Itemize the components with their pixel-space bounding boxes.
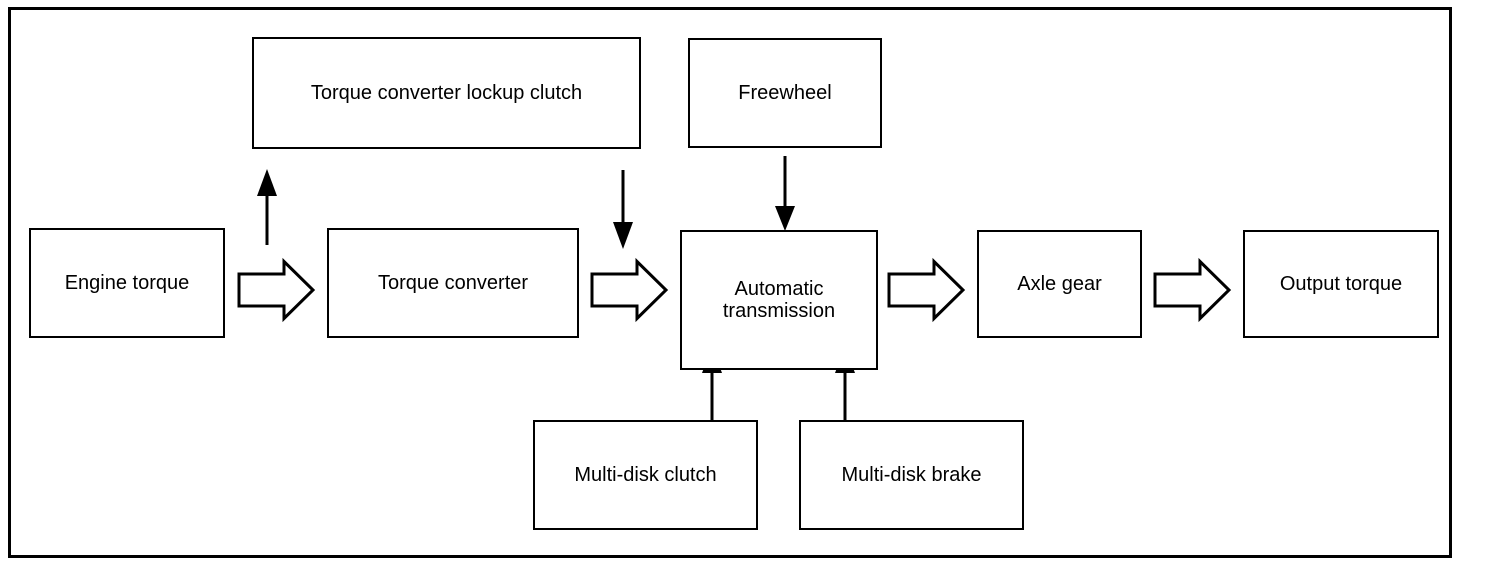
- node-engine-torque-label: Engine torque: [64, 272, 190, 294]
- node-multi-disk-brake-label: Multi-disk brake: [841, 464, 982, 486]
- node-axle-gear-label: Axle gear: [1017, 273, 1102, 295]
- block-arrow-converter-to-transmission: [590, 257, 669, 323]
- node-torque-converter: Torque converter: [327, 228, 579, 338]
- node-automatic-transmission: Automatic transmission: [680, 230, 878, 370]
- node-engine-torque: Engine torque: [29, 228, 225, 338]
- node-torque-converter-lockup-clutch: Torque converter lockup clutch: [252, 37, 641, 149]
- block-arrow-engine-to-converter: [237, 257, 316, 323]
- node-multi-disk-brake: Multi-disk brake: [799, 420, 1024, 530]
- down-arrow-freewheel-to-transmission: [775, 156, 795, 231]
- node-automatic-transmission-label-line1: Automatic: [734, 278, 824, 300]
- node-output-torque-label: Output torque: [1279, 273, 1403, 295]
- block-arrow-transmission-to-axle-gear: [887, 257, 966, 323]
- block-arrow-axle-gear-to-output: [1153, 257, 1232, 323]
- up-arrow-to-lockup-clutch: [257, 169, 277, 245]
- node-output-torque: Output torque: [1243, 230, 1439, 338]
- node-automatic-transmission-label-line2: transmission: [722, 300, 836, 322]
- node-torque-converter-lockup-clutch-label: Torque converter lockup clutch: [310, 82, 583, 104]
- node-freewheel: Freewheel: [688, 38, 882, 148]
- node-axle-gear: Axle gear: [977, 230, 1142, 338]
- node-multi-disk-clutch: Multi-disk clutch: [533, 420, 758, 530]
- node-freewheel-label: Freewheel: [738, 82, 832, 104]
- node-torque-converter-label: Torque converter: [377, 272, 529, 294]
- down-arrow-from-lockup-clutch: [613, 170, 633, 249]
- node-multi-disk-clutch-label: Multi-disk clutch: [574, 464, 717, 486]
